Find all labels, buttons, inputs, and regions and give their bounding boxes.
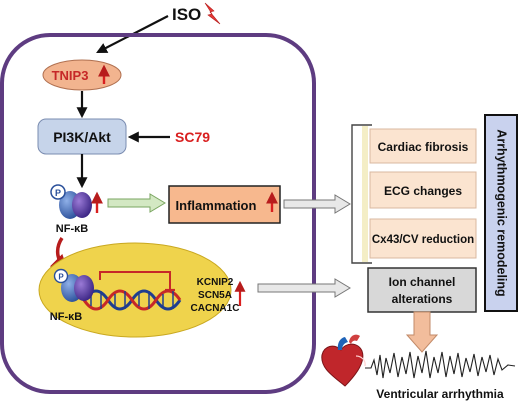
ion-channel-line2: alterations (392, 292, 453, 306)
remodeling-title-box (484, 114, 518, 312)
nucleus (38, 242, 232, 338)
phospho-icon (50, 184, 66, 200)
outcome-label: Ventricular arrhythmia (376, 387, 504, 401)
remodeling-bracket-fill (362, 126, 368, 262)
nfkb-p50-subunit (72, 192, 92, 218)
genes-to-ion-channel-arrow (257, 278, 351, 298)
lightning-bolt-icon (204, 2, 221, 25)
gene-scn5a: SCN5A (198, 290, 232, 301)
remodeling-bracket (351, 124, 372, 264)
inflammation-node (168, 185, 281, 224)
pi3k-akt-label: PI3K/Akt (53, 129, 111, 145)
cardiac-fibrosis-label: Cardiac fibrosis (378, 140, 469, 154)
nuclear-phospho-icon (53, 268, 69, 284)
tnip3-label: TNIP3 (52, 68, 89, 83)
dna-base-pairs (90, 291, 174, 309)
nuclear-phospho-label: P (58, 273, 64, 282)
inflammation-to-remodeling-arrow (283, 194, 351, 214)
gene-kcnip2: KCNIP2 (197, 277, 234, 288)
cx43-cv-label: Cx43/CV reduction (372, 234, 474, 246)
inflammation-label: Inflammation (176, 198, 257, 213)
remodeling-title: Arrhythmogenic remodeling (495, 129, 509, 296)
nuclear-nfkb-p50-subunit (74, 275, 94, 301)
remodeling-to-arrhythmia-arrow (405, 311, 439, 353)
cx43-cv-box (369, 218, 477, 259)
cardiac-fibrosis-box (369, 128, 477, 164)
sc79-label: SC79 (175, 129, 210, 145)
nuclear-nfkb-label: NF-κB (50, 311, 82, 323)
ion-channel-line1: Ion channel (389, 275, 456, 289)
nfkb-to-inflammation-arrow (107, 193, 166, 213)
gene-cacna1c: CACNA1C (191, 303, 240, 314)
ecg-changes-label: ECG changes (384, 184, 462, 198)
phospho-label: P (55, 188, 61, 198)
iso-label: ISO (172, 5, 201, 24)
heart-icon (321, 334, 366, 387)
ecg-changes-box (369, 171, 477, 209)
ecg-arrhythmia-trace (365, 350, 516, 379)
nfkb-label: NF-κB (56, 223, 88, 235)
cell-membrane (0, 33, 316, 394)
transcription-regulation-line (99, 271, 171, 290)
